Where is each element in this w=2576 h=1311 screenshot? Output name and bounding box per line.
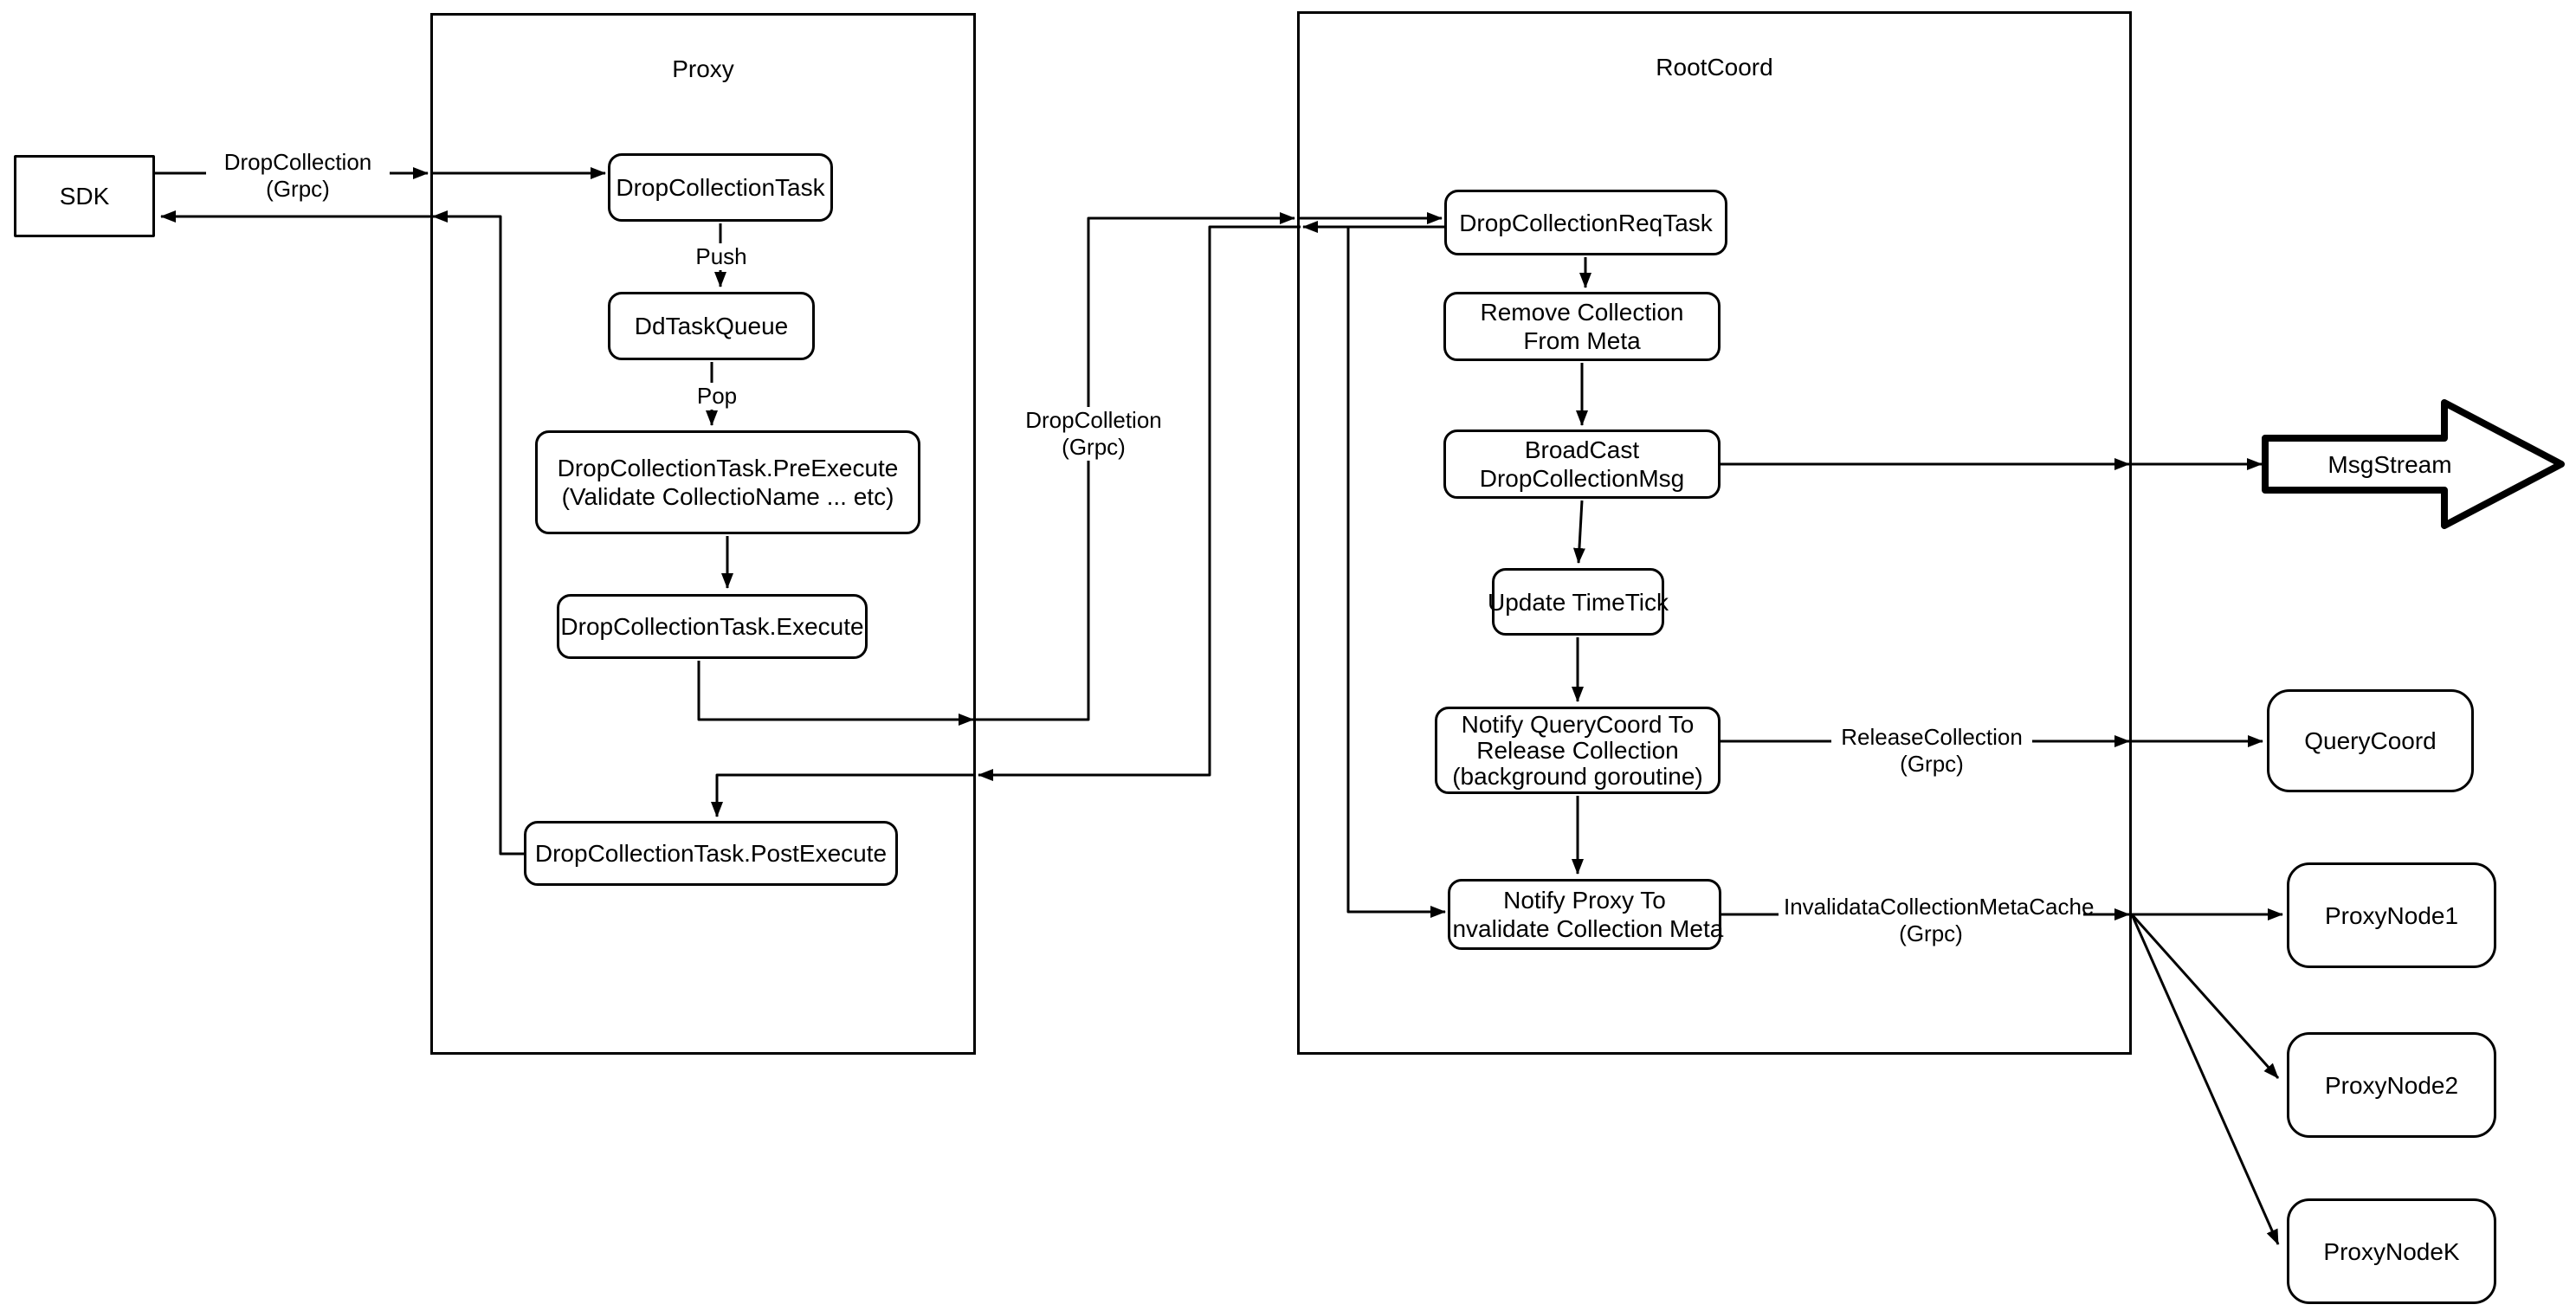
node-broadcast-dropcollectionmsg: BroadCast DropCollectionMsg	[1443, 429, 1721, 499]
msgstream-arrow-shape	[2262, 399, 2565, 529]
node-drop-collection-task: DropCollectionTask	[608, 153, 833, 222]
node-notify-proxy: Notify Proxy To Invalidate Collection Me…	[1446, 879, 1723, 950]
node-pre-execute: DropCollectionTask.PreExecute (Validate …	[535, 430, 920, 534]
rootcoord-container-title: RootCoord	[1656, 54, 1773, 81]
node-remove-collection-from-meta: Remove Collection From Meta	[1443, 292, 1721, 361]
proxy-container	[430, 13, 976, 1055]
node-msgstream-label: MsgStream	[2327, 451, 2452, 478]
node-sdk: SDK	[14, 155, 155, 237]
edge-label-invalidatacollectionmetacache-grpc: InvalidataCollectionMetaCache (Grpc)	[1779, 894, 2094, 947]
node-post-execute: DropCollectionTask.PostExecute	[524, 821, 898, 886]
node-drop-collection-req-task: DropCollectionReqTask	[1444, 190, 1727, 255]
rootcoord-container	[1297, 11, 2132, 1055]
edge-label-dropcolletion-grpc: DropColletion (Grpc)	[1010, 407, 1177, 461]
edge-label-releasecollection-grpc: ReleaseCollection (Grpc)	[1831, 724, 2032, 778]
node-update-timetick: Update TimeTick	[1488, 568, 1669, 636]
edge-label-dropcollection-grpc: DropCollection (Grpc)	[206, 149, 390, 203]
node-dd-task-queue: DdTaskQueue	[608, 292, 815, 360]
node-proxynodek: ProxyNodeK	[2287, 1198, 2496, 1304]
proxy-container-title: Proxy	[672, 55, 734, 82]
node-execute: DropCollectionTask.Execute	[557, 594, 868, 659]
node-querycoord: QueryCoord	[2267, 689, 2474, 792]
edge-label-push: Push	[681, 243, 761, 270]
node-proxynode2: ProxyNode2	[2287, 1032, 2496, 1138]
edge-label-pop: Pop	[677, 383, 757, 410]
node-notify-querycoord: Notify QueryCoord To Release Collection …	[1435, 707, 1721, 794]
node-proxynode1: ProxyNode1	[2287, 862, 2496, 968]
